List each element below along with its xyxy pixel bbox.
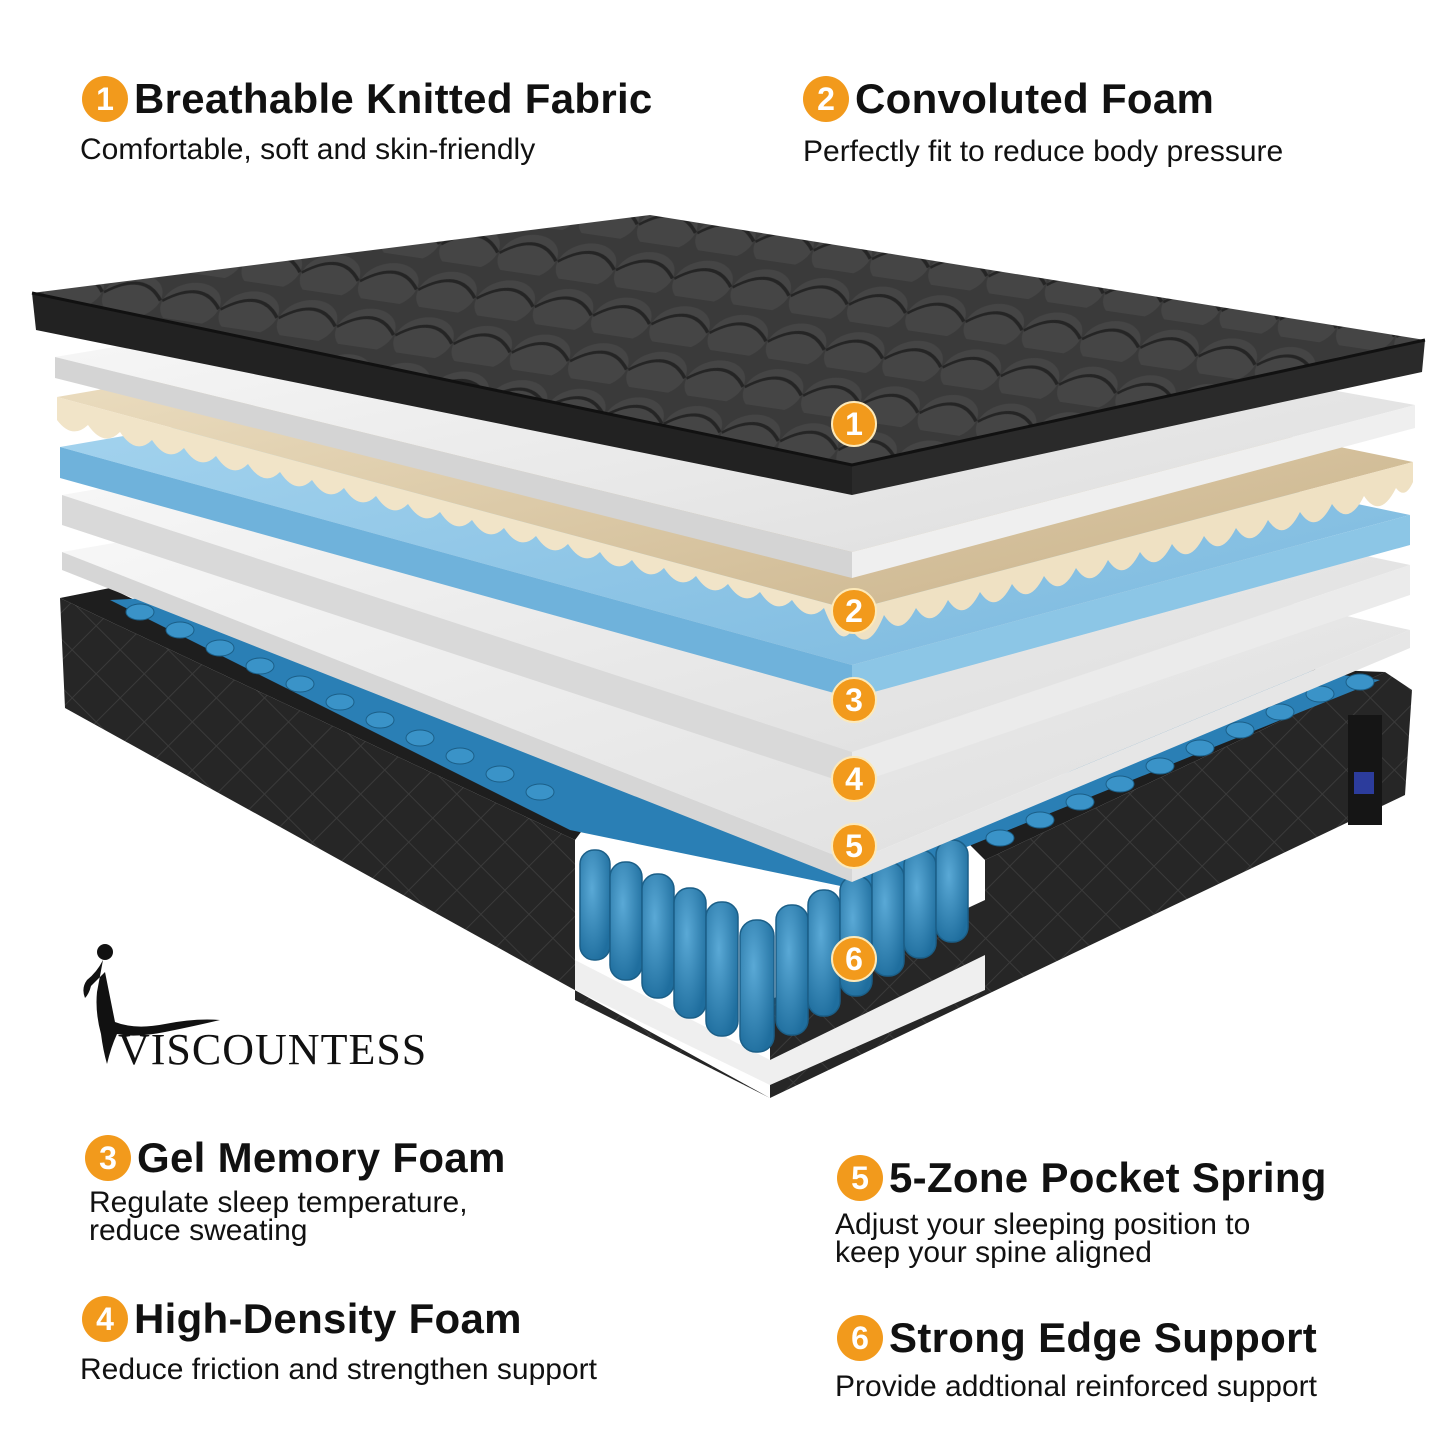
layer-marker-3: 3 — [831, 677, 877, 723]
feature-strong-edge-support: 6 Strong Edge Support Provide addtional … — [835, 1314, 1317, 1403]
layer-knitted-fabric — [31, 215, 1426, 495]
layer-marker-2: 2 — [831, 588, 877, 634]
brand-name: VISCOUNTESS — [118, 1025, 428, 1074]
feature-description: Reduce friction and strengthen support — [80, 1353, 597, 1386]
feature-title: Breathable Knitted Fabric — [134, 75, 653, 122]
number-badge-icon: 4 — [82, 1296, 128, 1342]
feature-5-zone-pocket-spring: 5 5-Zone Pocket Spring Adjust your sleep… — [835, 1154, 1327, 1269]
feature-description: Comfortable, soft and skin-friendly — [80, 133, 536, 166]
feature-description: Regulate sleep temperature, reduce sweat… — [89, 1186, 468, 1247]
number-badge-icon: 3 — [85, 1135, 131, 1181]
layer-marker-5: 5 — [831, 823, 877, 869]
feature-breathable-knitted-fabric: 1 Breathable Knitted Fabric Comfortable,… — [80, 75, 653, 166]
feature-title: High-Density Foam — [134, 1295, 522, 1342]
feature-title: Gel Memory Foam — [137, 1134, 506, 1181]
feature-convoluted-foam: 2 Convoluted Foam Perfectly fit to reduc… — [803, 75, 1284, 168]
feature-description: Perfectly fit to reduce body pressure — [803, 135, 1284, 168]
feature-title: Strong Edge Support — [889, 1314, 1317, 1361]
layer-marker-6: 6 — [831, 936, 877, 982]
feature-high-density-foam: 4 High-Density Foam Reduce friction and … — [80, 1295, 597, 1386]
lady-silhouette-icon — [83, 944, 221, 1064]
feature-gel-memory-foam: 3 Gel Memory Foam Regulate sleep tempera… — [85, 1134, 506, 1247]
number-badge-icon: 2 — [803, 76, 849, 122]
number-badge-icon: 6 — [837, 1315, 883, 1361]
feature-description: Adjust your sleeping position to keep yo… — [835, 1208, 1251, 1269]
layer-marker-4: 4 — [831, 756, 877, 802]
feature-description: Provide addtional reinforced support — [835, 1370, 1317, 1403]
spring-base — [60, 588, 1412, 1098]
number-badge-icon: 5 — [837, 1155, 883, 1201]
feature-title: 5-Zone Pocket Spring — [889, 1154, 1327, 1201]
number-badge-icon: 1 — [82, 76, 128, 122]
layer-marker-1: 1 — [831, 401, 877, 447]
feature-title: Convoluted Foam — [855, 75, 1215, 122]
